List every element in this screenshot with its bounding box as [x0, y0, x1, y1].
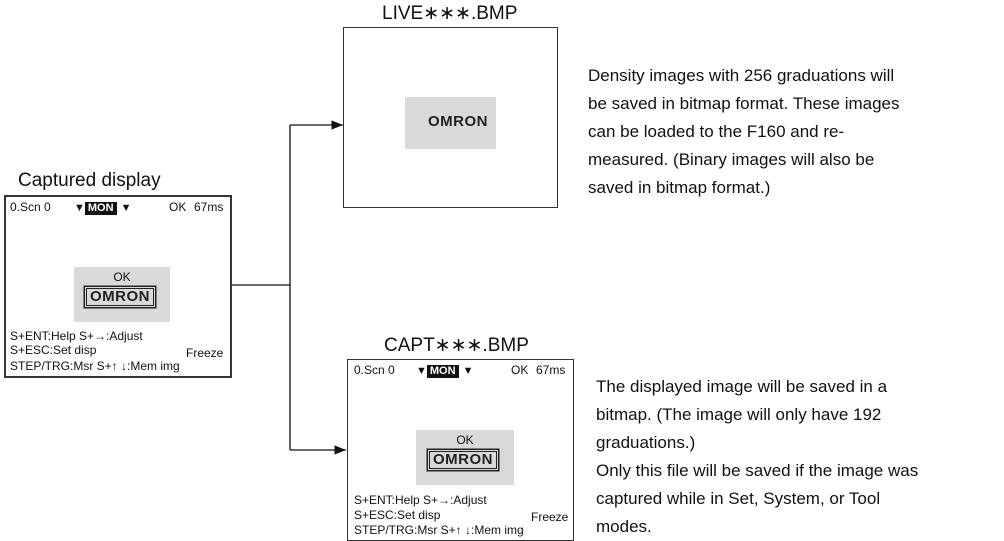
live-desc-line: measured. (Binary images will also be: [588, 150, 875, 169]
status-mode: ▼MON▼: [416, 363, 473, 378]
live-sample-image: OMRON: [405, 97, 496, 149]
live-title: LIVE∗∗∗.BMP: [382, 3, 518, 24]
guide-line-3: STEP/TRG:Msr S+↑ ↓:Mem img: [354, 523, 524, 537]
capt-desc-line: The displayed image will be saved in a: [596, 377, 888, 396]
guide-line-1: S+ENT:Help S+→:Adjust: [10, 329, 143, 343]
capt-description: The displayed image will be saved in a b…: [596, 373, 918, 541]
live-desc-line: be saved in bitmap format. These images: [588, 94, 900, 113]
status-mode: ▼MON▼: [74, 200, 131, 215]
ok-label: OK: [456, 433, 474, 447]
sample-image: OK OMRON: [416, 430, 514, 485]
capt-desc-line: captured while in Set, System, or Tool: [596, 489, 881, 508]
status-scene: 0.Scn 0: [354, 363, 395, 377]
live-desc-line: saved in bitmap format.): [588, 178, 771, 197]
status-time: 67ms: [194, 200, 224, 214]
guide-line-3: STEP/TRG:Msr S+↑ ↓:Mem img: [10, 359, 180, 373]
capt-desc-line: bitmap. (The image will only have 192: [596, 405, 882, 424]
guide-line-1: S+ENT:Help S+→:Adjust: [354, 493, 487, 507]
status-result: OK: [511, 363, 529, 377]
guide-line-2: S+ESC:Set disp: [354, 508, 441, 522]
captured-screen: 0.Scn 0 ▼MON▼ OK 67ms OK OMRON S+ENT:Hel…: [4, 195, 232, 378]
live-screen: OMRON: [343, 27, 558, 208]
capt-desc-line: graduations.): [596, 433, 696, 452]
live-description: Density images with 256 graduations will…: [588, 62, 900, 202]
mon-badge: MON: [84, 202, 117, 215]
live-desc-line: Density images with 256 graduations will: [588, 66, 895, 85]
sample-image: OK OMRON: [74, 267, 170, 322]
live-desc-line: can be loaded to the F160 and re-: [588, 122, 845, 141]
triangle-down-icon: ▼: [416, 365, 427, 377]
freeze-label: Freeze: [531, 510, 569, 524]
omron-logo: OMRON: [429, 451, 497, 469]
ok-label: OK: [113, 270, 131, 284]
status-time: 67ms: [536, 363, 566, 377]
capt-desc-line: Only this file will be saved if the imag…: [596, 461, 919, 480]
status-result: OK: [169, 200, 187, 214]
omron-logo: OMRON: [428, 113, 488, 130]
mon-badge: MON: [426, 365, 459, 378]
capt-desc-line: modes.: [596, 517, 652, 536]
freeze-label: Freeze: [186, 346, 224, 360]
triangle-down-icon: ▼: [462, 365, 474, 377]
omron-logo: OMRON: [86, 288, 154, 306]
triangle-down-icon: ▼: [120, 202, 132, 214]
status-scene: 0.Scn 0: [10, 200, 51, 214]
triangle-down-icon: ▼: [74, 202, 85, 214]
capt-title: CAPT∗∗∗.BMP: [384, 335, 529, 356]
captured-title: Captured display: [18, 170, 161, 191]
guide-line-2: S+ESC:Set disp: [10, 343, 97, 357]
capt-screen: 0.Scn 0 ▼MON▼ OK 67ms OK OMRON S+ENT:Hel…: [347, 359, 574, 541]
